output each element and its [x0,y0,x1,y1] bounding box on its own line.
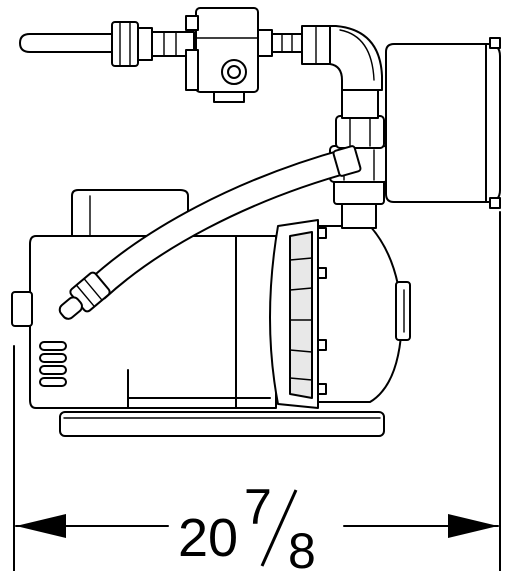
motor-vent-slots [39,341,67,387]
dimension-arrow-line [15,514,499,538]
dimension-label: 20 7 8 [178,479,316,571]
pressure-tank [385,37,501,209]
dimension-numerator: 7 [244,479,272,535]
motor-body [11,235,277,409]
discharge-pipe-run [19,7,331,103]
seal-plate [269,219,327,409]
pipe-elbow [327,25,383,91]
dimension-denominator: 8 [288,523,316,571]
fraction-slash [260,489,298,567]
dimension-whole: 20 [178,508,238,568]
motor-junction-box [71,189,189,239]
base-plate [59,411,385,437]
pump-housing [317,225,411,403]
suction-hose [58,145,362,320]
